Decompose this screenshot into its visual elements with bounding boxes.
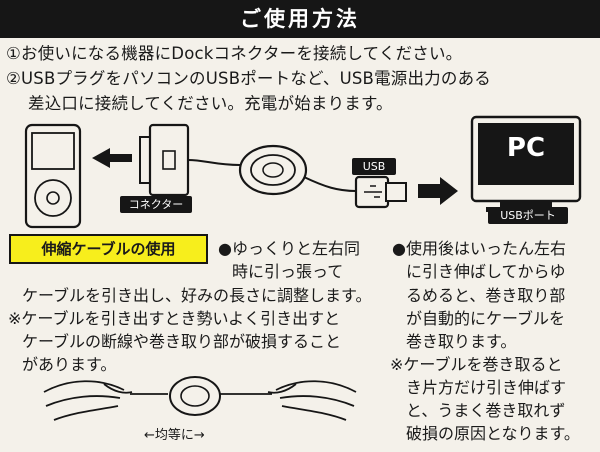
right-text-line-2: に引き伸ばしてからゆ — [406, 262, 566, 281]
section-title: 伸縮ケーブルの使用 — [9, 234, 208, 264]
connector-label: コネクター — [120, 196, 192, 213]
right-text-line-8: と、うまく巻き取れず — [406, 401, 566, 420]
ipod-device-icon — [24, 123, 82, 229]
connection-diagram — [24, 115, 582, 229]
right-text-line-6: ※ケーブルを巻き取ると — [390, 355, 563, 374]
left-text-line-1: ●ゆっくりと左右同 — [218, 239, 360, 258]
left-text-line-2: 時に引っ張って — [232, 262, 344, 281]
cable-reel-small-icon — [169, 376, 221, 416]
usb-plug-icon — [354, 175, 407, 209]
left-text-line-5: ケーブルの断線や巻き取り部が破損すること — [22, 332, 342, 351]
right-text-line-7: き片方だけ引き伸ばす — [406, 378, 567, 397]
left-text-line-6: があります。 — [22, 355, 117, 374]
pc-label: PC — [506, 133, 546, 163]
usb-label: USB — [352, 158, 396, 175]
step-2: ②USBプラグをパソコンのUSBポートなど、USB電源出力のある — [6, 69, 491, 88]
hands-pulling-cable-illustration — [43, 376, 357, 421]
right-text-line-5: 巻き取ります。 — [406, 332, 517, 351]
left-hand-icon — [43, 380, 133, 421]
pc-monitor-icon — [470, 115, 582, 212]
right-text-line-9: 破損の原因となります。 — [406, 424, 580, 443]
step-2-continued: 差込口に接続してください。充電が始まります。 — [28, 94, 393, 113]
left-text-line-3: ケーブルを引き出し、好みの長さに調整します。 — [22, 286, 372, 305]
dock-connector-icon — [139, 123, 190, 197]
left-text-line-4: ※ケーブルを引き出すとき勢いよく引き出すと — [8, 309, 341, 328]
usb-port-label: USBポート — [488, 207, 568, 224]
arrow-right-icon — [418, 177, 458, 205]
step-1: ①お使いになる機器にDockコネクターを接続してください。 — [6, 44, 463, 63]
right-text-line-1: ●使用後はいったん左右 — [392, 239, 566, 258]
right-text-line-3: るめると、巻き取り部 — [406, 286, 566, 305]
cable-reel-icon — [238, 144, 308, 196]
page-title: ご使用方法 — [240, 7, 360, 31]
header-bar — [0, 0, 600, 38]
right-hand-icon — [267, 380, 357, 421]
hands-caption: ←均等に→ — [144, 428, 205, 443]
arrow-left-icon — [92, 148, 132, 168]
right-text-line-4: が自動的にケーブルを — [406, 309, 566, 328]
